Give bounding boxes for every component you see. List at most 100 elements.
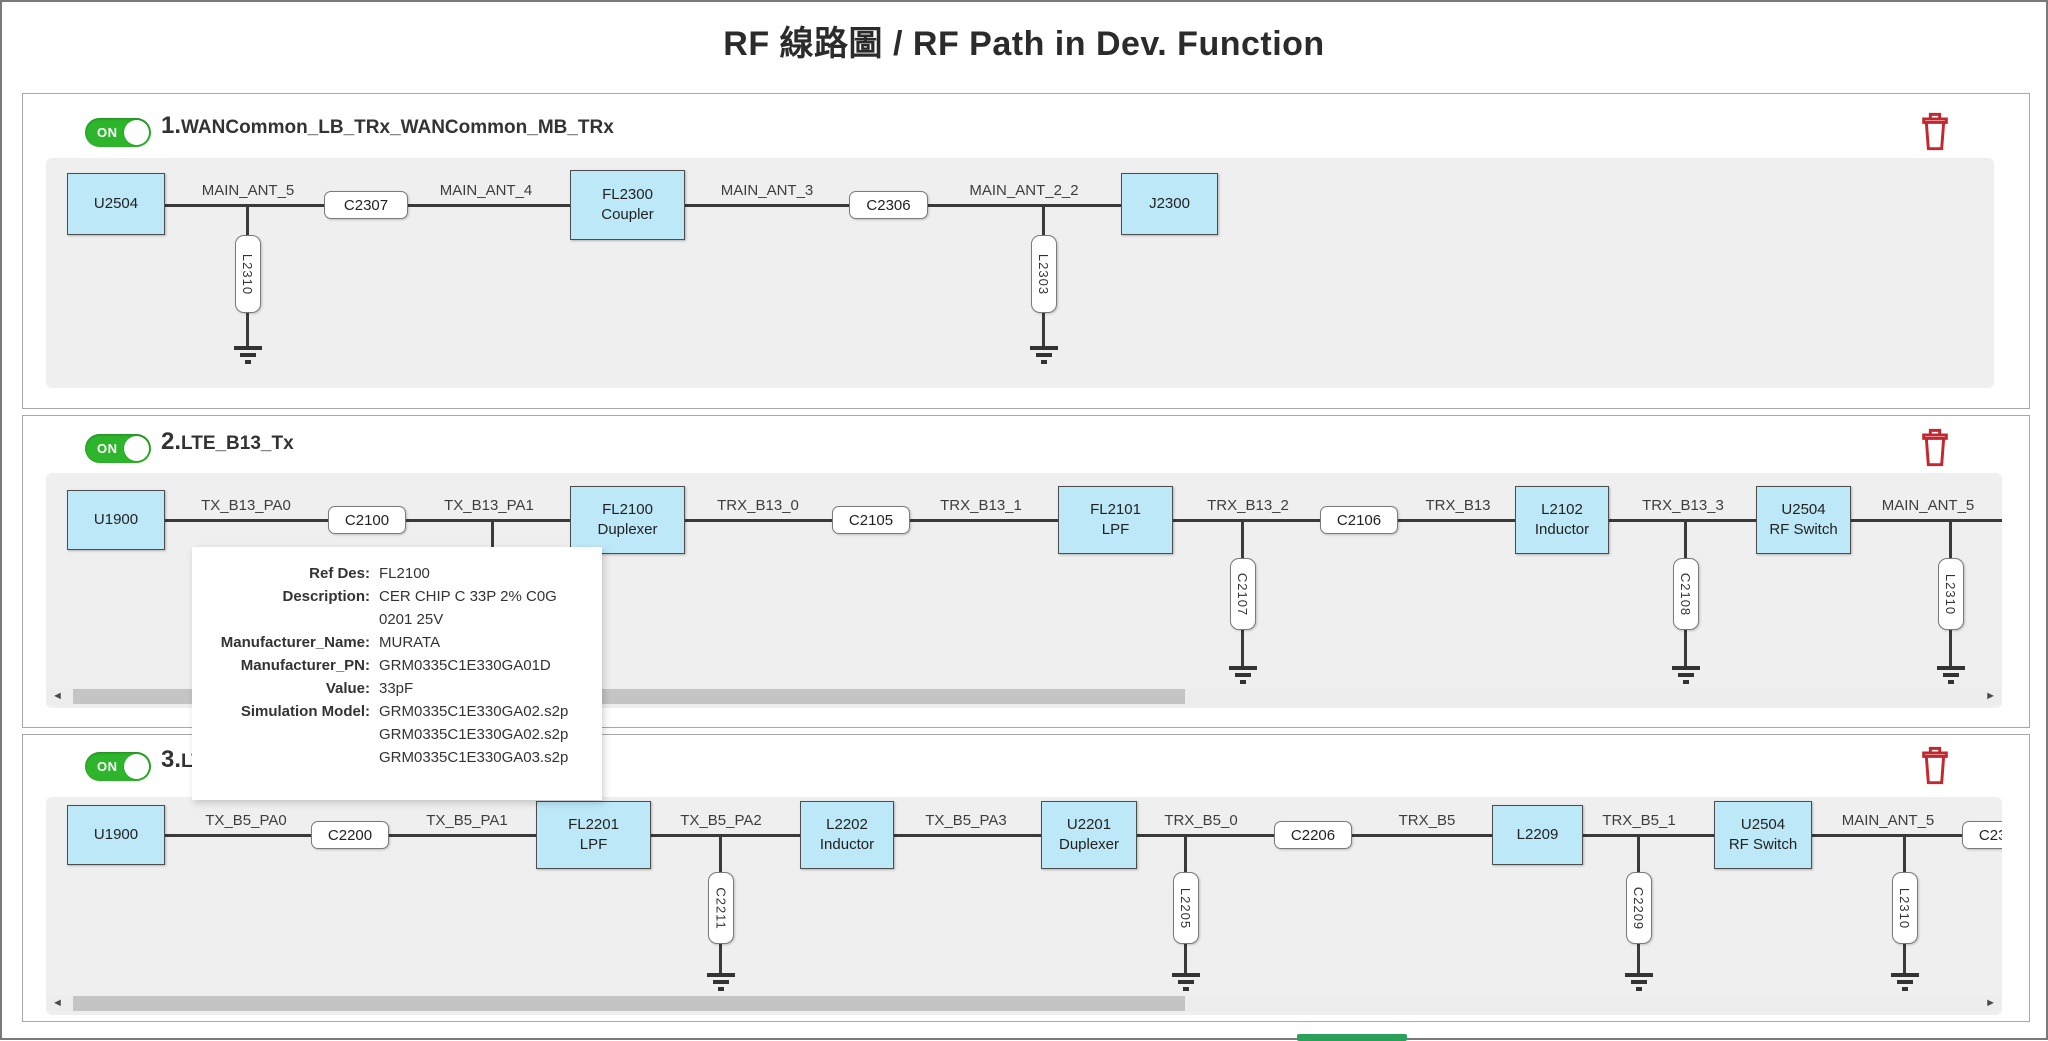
tooltip-field-label: Ref Des:: [309, 565, 370, 582]
rf-path-panel-1: ON 1.WANCommon_LB_TRx_WANCommon_MB_TRx U…: [22, 93, 2030, 409]
chip-name: J2300: [1149, 195, 1190, 212]
component-detail-tooltip: Ref Des:FL2100 Description:CER CHIP C 33…: [192, 547, 602, 800]
shunt-label: C2107: [1235, 572, 1251, 616]
chip-type: Inductor: [1534, 521, 1590, 538]
chip-type: RF Switch: [1769, 521, 1838, 538]
chip-name: L2102: [1541, 501, 1583, 518]
tooltip-field-label: Manufacturer_Name:: [220, 634, 370, 651]
chip[interactable]: L2209: [1492, 805, 1583, 865]
ground-symbol: [234, 346, 262, 364]
series-component[interactable]: C2307: [1962, 821, 2002, 849]
toggle-knob[interactable]: [124, 754, 149, 779]
net-label: TX_B5_PA3: [925, 812, 1007, 829]
shunt-component[interactable]: L2205: [1173, 872, 1199, 944]
shunt-component[interactable]: C2107: [1230, 558, 1256, 630]
chip[interactable]: J2300: [1121, 173, 1218, 235]
net-label: TRX_B13_0: [717, 497, 799, 514]
chip[interactable]: U1900: [67, 805, 165, 865]
toggle-knob[interactable]: [124, 120, 149, 145]
chip-name: U1900: [93, 511, 139, 528]
series-component[interactable]: C2306: [849, 191, 928, 219]
panel-number: 1.: [161, 112, 182, 139]
series-component[interactable]: C2106: [1320, 506, 1398, 534]
tooltip-field-label: Description:: [282, 588, 370, 605]
chip-name: L2202: [826, 816, 868, 833]
chip[interactable]: U2504: [67, 173, 165, 235]
tooltip-field-value: GRM0335C1E330GA01D: [379, 657, 551, 674]
sim-model-file: GRM0335C1E330GA03.s2p: [379, 749, 569, 766]
panel-name: LTE_B13_Tx: [181, 433, 294, 454]
shunt-label: L2303: [1036, 253, 1052, 295]
chip-name: U2504: [93, 195, 139, 212]
shunt-component[interactable]: C2209: [1626, 872, 1652, 944]
net-label: MAIN_ANT_5: [201, 182, 295, 199]
ground-symbol: [707, 973, 735, 991]
net-label: TRX_B13: [1425, 497, 1491, 514]
shunt-component[interactable]: C2211: [708, 872, 734, 944]
scroll-right-arrow-icon[interactable]: ►: [1985, 690, 1996, 702]
series-component[interactable]: C2307: [324, 191, 408, 219]
net-label: MAIN_ANT_5: [1881, 497, 1975, 514]
chip[interactable]: U2504 RF Switch: [1756, 486, 1851, 554]
shunt-component[interactable]: L2310: [1892, 872, 1918, 944]
net-label: TX_B13_PA1: [444, 497, 534, 514]
chip-name: U2504: [1781, 501, 1826, 518]
net-label: TX_B5_PA1: [426, 812, 508, 829]
net-label: MAIN_ANT_2_2: [969, 182, 1079, 199]
scroll-left-arrow-icon[interactable]: ◄: [52, 690, 63, 702]
shunt-component[interactable]: C2108: [1673, 558, 1699, 630]
chip[interactable]: U1900: [67, 490, 165, 550]
net-label: TRX_B5_0: [1164, 812, 1238, 829]
shunt-component[interactable]: L2310: [235, 235, 261, 313]
series-component[interactable]: C2206: [1274, 821, 1352, 849]
net-label: TRX_B5_1: [1602, 812, 1676, 829]
delete-path-trash-icon[interactable]: [1919, 746, 1951, 786]
horizontal-scrollbar[interactable]: ◄ ►: [46, 995, 2002, 1012]
chip-name: U2504: [1740, 816, 1786, 833]
scroll-right-arrow-icon[interactable]: ►: [1985, 997, 1996, 1009]
delete-path-trash-icon[interactable]: [1919, 428, 1951, 468]
shunt-component[interactable]: L2310: [1938, 558, 1964, 630]
chip-name: FL2300: [602, 186, 653, 203]
panel-name: WANCommon_LB_TRx_WANCommon_MB_TRx: [181, 117, 614, 138]
chip-type: Duplexer: [1058, 836, 1120, 853]
page-title: RF 線路圖 / RF Path in Dev. Function: [723, 25, 1325, 63]
tooltip-field-value: 33pF: [379, 680, 414, 697]
shunt-component[interactable]: L2303: [1031, 235, 1057, 313]
chip-name: FL2100: [602, 501, 653, 518]
delete-path-trash-icon[interactable]: [1919, 112, 1951, 152]
panel-number: 2.: [161, 428, 182, 455]
net-label: TX_B13_PA0: [201, 497, 291, 514]
sim-model-file: GRM0335C1E330GA02.s2p: [379, 703, 569, 720]
toggle-on-label: ON: [97, 125, 118, 140]
tooltip-field-value: GRM0335C1E330GA02.s2p GRM0335C1E330GA02.…: [379, 700, 590, 769]
toggle-on-label: ON: [97, 441, 118, 456]
series-component[interactable]: C2200: [311, 821, 389, 849]
chip-type: Duplexer: [597, 521, 658, 538]
net-label: MAIN_ANT_5: [1841, 812, 1935, 829]
panel1-on-toggle[interactable]: ON: [85, 118, 151, 147]
panel3-on-toggle[interactable]: ON: [85, 752, 151, 781]
scroll-left-arrow-icon[interactable]: ◄: [52, 997, 63, 1009]
toggle-on-label: ON: [97, 759, 118, 774]
schematic-canvas-1: U2504 MAIN_ANT_5 L2310 C2307 MAIN_ANT_4 …: [46, 158, 1994, 388]
series-component[interactable]: C2105: [832, 506, 910, 534]
shunt-wire: [491, 520, 494, 548]
chip-name: L2209: [1516, 826, 1559, 843]
chip-name: FL2101: [1090, 501, 1141, 518]
scrollbar-thumb[interactable]: [73, 996, 1185, 1011]
series-label: C2307: [1978, 826, 2002, 844]
toggle-knob[interactable]: [124, 436, 149, 461]
panel2-on-toggle[interactable]: ON: [85, 434, 151, 463]
series-component[interactable]: C2100: [328, 506, 406, 534]
